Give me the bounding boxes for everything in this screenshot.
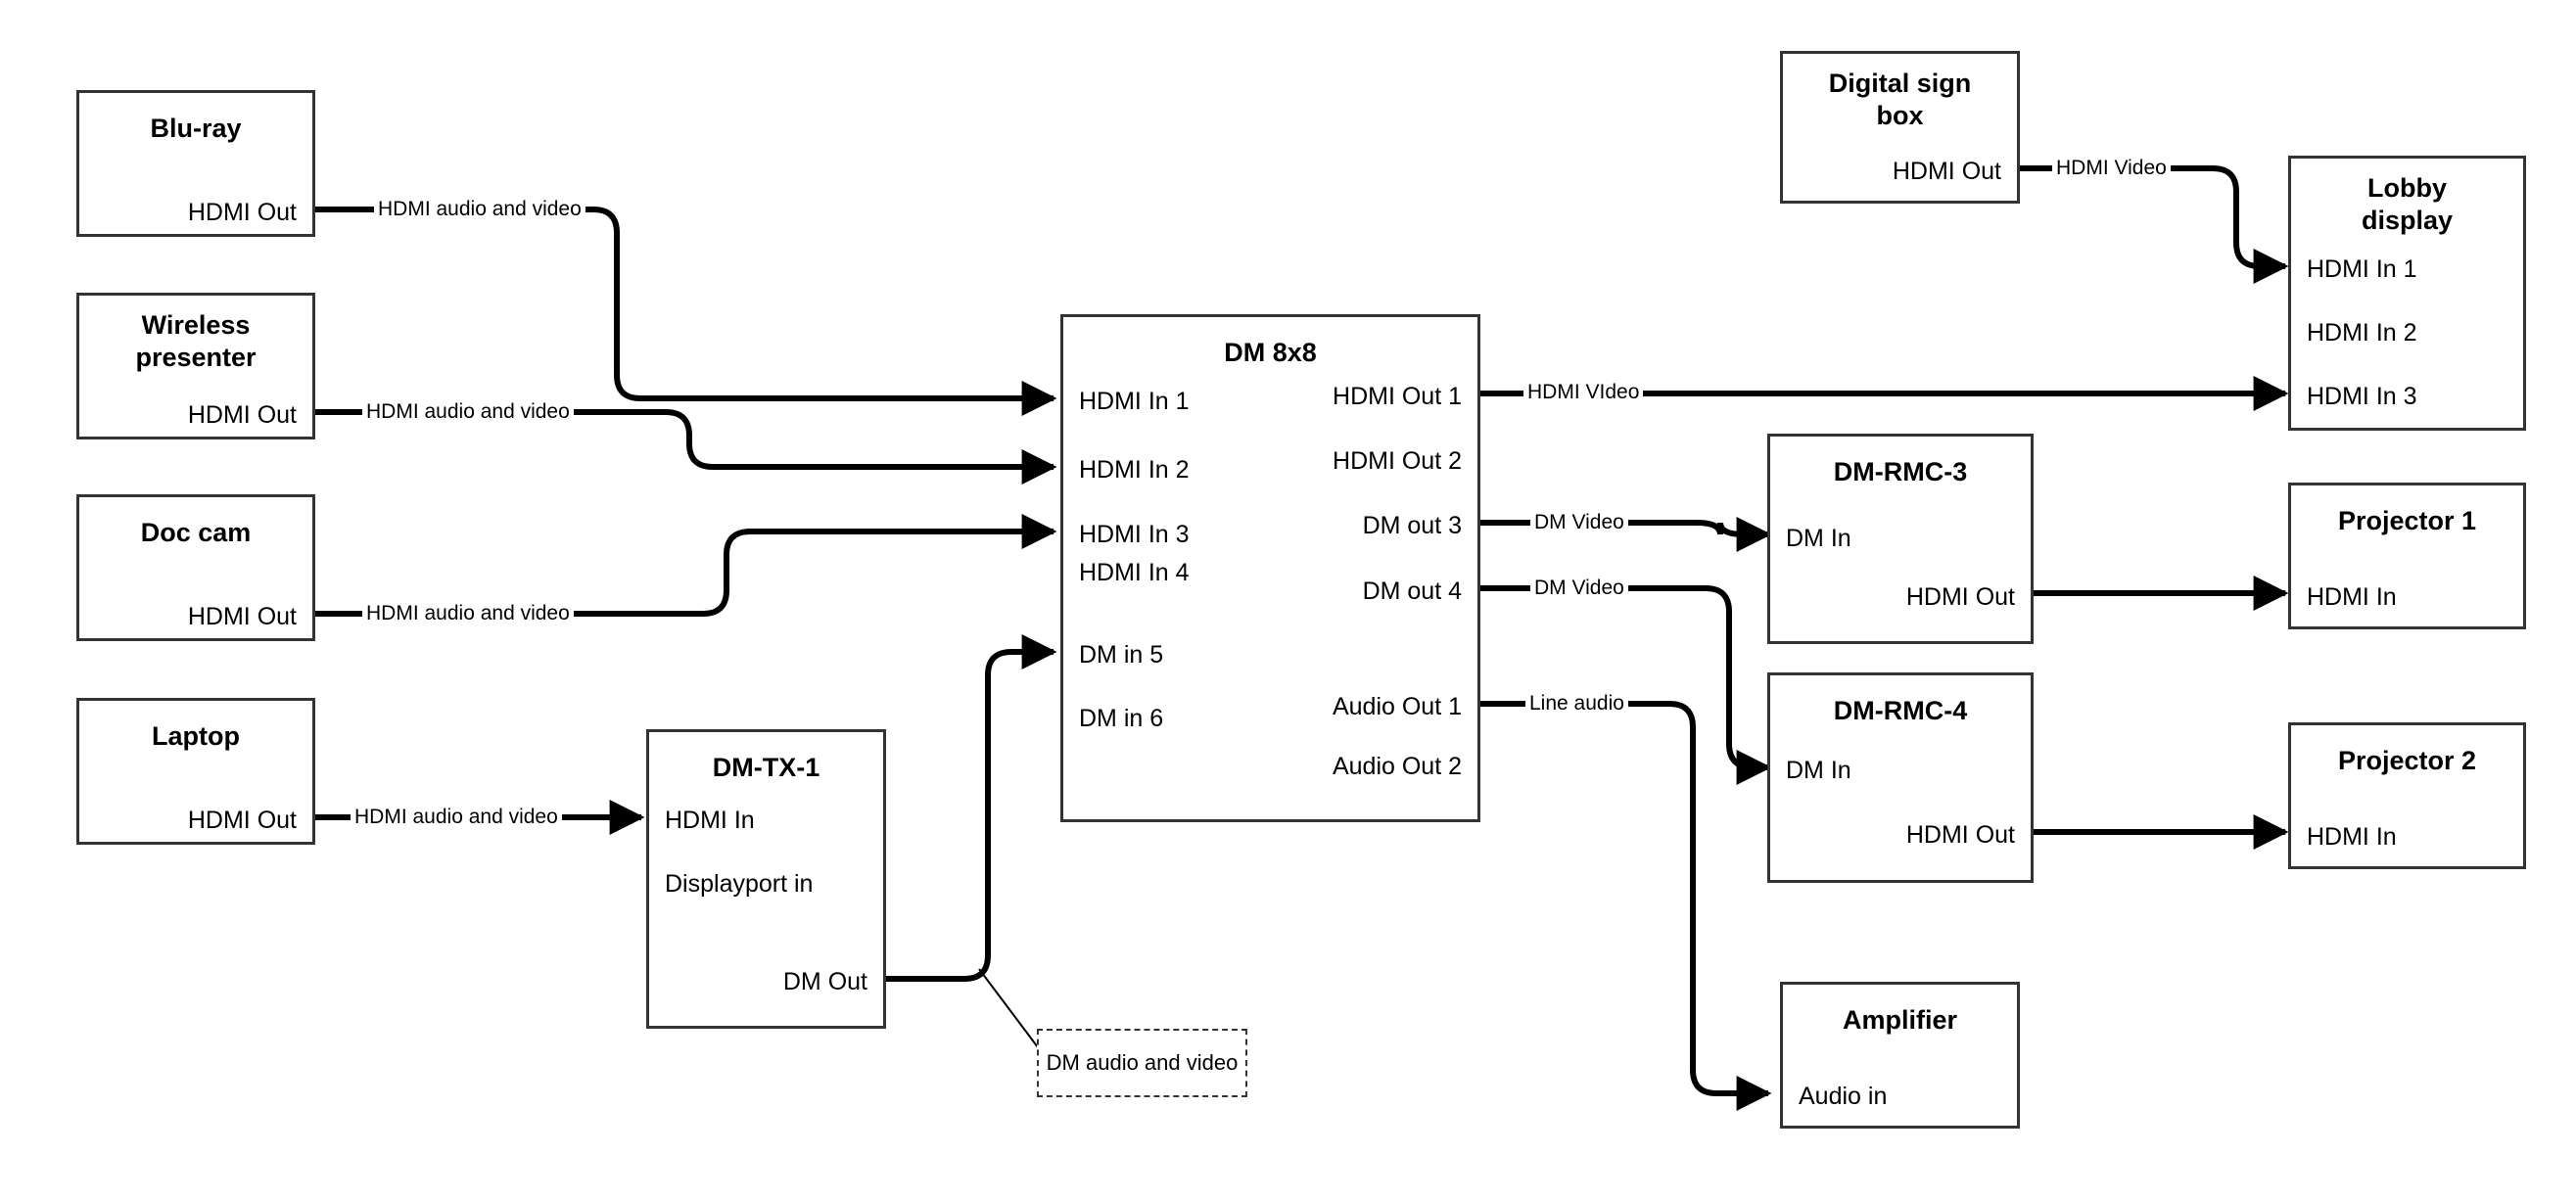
node-dm-rmc-4-title: DM-RMC-4: [1833, 696, 1968, 725]
node-lobby-display-port-hdmi-in-1[interactable]: HDMI In 1: [2307, 255, 2417, 283]
wire-label-audioout1-to-amp: Line audio: [1525, 692, 1628, 716]
node-dm-tx-1-port-displayport-in[interactable]: Displayport in: [665, 870, 814, 898]
node-blu-ray-title: Blu-ray: [150, 114, 242, 143]
node-amplifier-port-audio-in[interactable]: Audio in: [1799, 1083, 1888, 1110]
node-amplifier[interactable]: Amplifier Audio in: [1780, 982, 2020, 1129]
wire-label-bluray-to-dm8x8: HDMI audio and video: [374, 198, 585, 221]
node-dm-8x8-title: DM 8x8: [1224, 338, 1317, 367]
node-dm-8x8-port-hdmi-in-4[interactable]: HDMI In 4: [1079, 559, 1190, 586]
node-dm-8x8-port-dm-out-4[interactable]: DM out 4: [1362, 577, 1462, 605]
node-digital-sign-box-title: Digital sign box: [1828, 69, 1972, 130]
node-digital-sign-box[interactable]: Digital sign box HDMI Out: [1780, 51, 2020, 204]
node-amplifier-title: Amplifier: [1842, 1005, 1958, 1035]
wire-dm8x8-audio1-to-amp: [1480, 701, 1772, 1111]
node-dm-tx-1-port-dm-out[interactable]: DM Out: [782, 968, 867, 995]
node-doc-cam-port-hdmi-out[interactable]: HDMI Out: [187, 603, 297, 630]
node-blu-ray[interactable]: Blu-ray HDMI Out: [76, 90, 315, 237]
node-dm-rmc-3-title: DM-RMC-3: [1833, 457, 1968, 486]
wire-label-wireless-to-dm8x8: HDMI audio and video: [362, 400, 574, 424]
node-doc-cam-title: Doc cam: [140, 518, 252, 547]
node-dm-tx-1-title: DM-TX-1: [712, 753, 820, 782]
node-digital-sign-box-port-hdmi-out[interactable]: HDMI Out: [1892, 158, 2001, 185]
node-projector-2-title: Projector 2: [2337, 746, 2477, 775]
node-dm-8x8-port-hdmi-out-2[interactable]: HDMI Out 2: [1333, 447, 1462, 475]
wire-label-dm8x8-out1-to-lobby: HDMI VIdeo: [1523, 381, 1644, 404]
node-dm-rmc-3[interactable]: DM-RMC-3 DM In HDMI Out: [1767, 434, 2034, 644]
wire-sign-to-lobby: [2020, 165, 2289, 284]
node-lobby-display[interactable]: Lobby display HDMI In 1 HDMI In 2 HDMI I…: [2288, 156, 2526, 431]
node-lobby-display-title: Lobby display: [2361, 173, 2454, 235]
node-dm-rmc-4[interactable]: DM-RMC-4 DM In HDMI Out: [1767, 672, 2034, 883]
node-projector-1-title: Projector 1: [2337, 506, 2477, 535]
wire-bluray-to-dm8x8: [315, 207, 1057, 416]
wire-label-doccam-to-dm8x8: HDMI audio and video: [362, 602, 574, 625]
node-dm-8x8-port-hdmi-out-1[interactable]: HDMI Out 1: [1333, 383, 1462, 410]
node-dm-8x8-port-hdmi-in-1[interactable]: HDMI In 1: [1079, 388, 1190, 415]
node-dm-8x8-port-audio-out-2[interactable]: Audio Out 2: [1332, 753, 1462, 780]
node-dm-8x8-port-dm-out-3[interactable]: DM out 3: [1362, 512, 1462, 539]
node-blu-ray-port-hdmi-out[interactable]: HDMI Out: [187, 199, 297, 226]
wire-label-dm8x8-out3-to-rmc3: DM Video: [1530, 511, 1628, 534]
callout-dm-audio-and-video: DM audio and video: [1037, 1029, 1247, 1097]
node-lobby-display-port-hdmi-in-2[interactable]: HDMI In 2: [2307, 319, 2417, 346]
node-dm-8x8[interactable]: DM 8x8 HDMI In 1 HDMI In 2 HDMI In 3 HDM…: [1060, 314, 1480, 822]
node-dm-8x8-port-hdmi-in-3[interactable]: HDMI In 3: [1079, 521, 1190, 548]
node-dm-8x8-port-hdmi-in-2[interactable]: HDMI In 2: [1079, 456, 1190, 484]
node-wireless-presenter-port-hdmi-out[interactable]: HDMI Out: [187, 401, 297, 429]
wire-label-dm8x8-out4-to-rmc4: DM Video: [1530, 577, 1628, 600]
node-dm-8x8-port-audio-out-1[interactable]: Audio Out 1: [1332, 693, 1462, 720]
node-laptop-title: Laptop: [152, 721, 240, 751]
node-dm-rmc-4-port-dm-in[interactable]: DM In: [1786, 757, 1851, 784]
node-projector-2[interactable]: Projector 2 HDMI In: [2288, 722, 2526, 869]
wire-label-sign-to-lobby: HDMI Video: [2052, 157, 2171, 180]
wire-label-laptop-to-dmtx1: HDMI audio and video: [351, 806, 562, 829]
node-laptop-port-hdmi-out[interactable]: HDMI Out: [187, 807, 297, 834]
node-laptop[interactable]: Laptop HDMI Out: [76, 698, 315, 845]
callout-leader-line: [978, 968, 1039, 1048]
node-dm-8x8-port-dm-in-5[interactable]: DM in 5: [1079, 641, 1164, 669]
node-dm-rmc-3-port-dm-in[interactable]: DM In: [1786, 525, 1851, 552]
node-wireless-presenter[interactable]: Wireless presenter HDMI Out: [76, 293, 315, 439]
wire-dmtx1-to-dm8x8: [886, 634, 1057, 982]
wire-dm8x8-out4-to-rmc4: [1480, 585, 1772, 785]
node-doc-cam[interactable]: Doc cam HDMI Out: [76, 494, 315, 641]
node-projector-1-port-hdmi-in[interactable]: HDMI In: [2307, 583, 2397, 611]
node-dm-tx-1[interactable]: DM-TX-1 HDMI In Displayport in DM Out: [646, 729, 886, 1029]
node-dm-8x8-port-dm-in-6[interactable]: DM in 6: [1079, 705, 1164, 732]
node-wireless-presenter-title: Wireless presenter: [135, 310, 257, 372]
node-dm-rmc-3-port-hdmi-out[interactable]: HDMI Out: [1905, 583, 2015, 611]
node-projector-1[interactable]: Projector 1 HDMI In: [2288, 483, 2526, 629]
node-lobby-display-port-hdmi-in-3[interactable]: HDMI In 3: [2307, 383, 2417, 410]
node-projector-2-port-hdmi-in[interactable]: HDMI In: [2307, 823, 2397, 851]
node-dm-tx-1-port-hdmi-in[interactable]: HDMI In: [665, 807, 755, 834]
node-dm-rmc-4-port-hdmi-out[interactable]: HDMI Out: [1905, 821, 2015, 849]
